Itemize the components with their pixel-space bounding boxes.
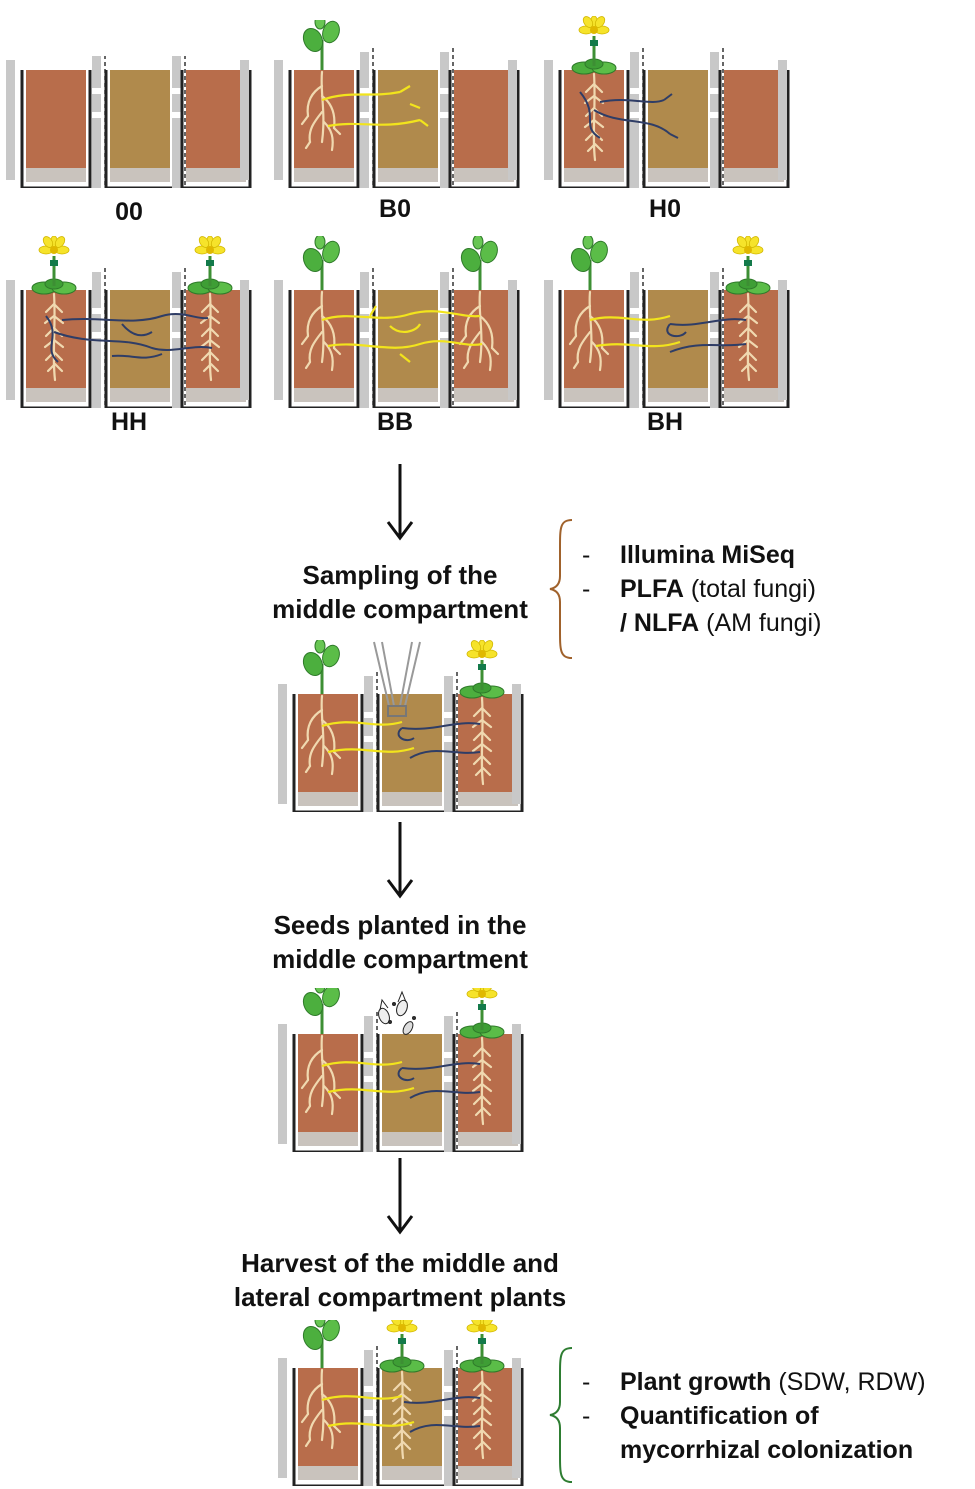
sampling-note-2-cont-bold: / NLFA xyxy=(620,609,700,637)
treatment-label-h0: H0 xyxy=(649,195,681,223)
note-dash: - xyxy=(582,1402,591,1430)
unit-hh xyxy=(6,236,252,408)
unit-bh xyxy=(544,236,790,408)
harvest-note-1: - Plant growth (SDW, RDW) xyxy=(582,1365,926,1399)
treatment-label-00: 00 xyxy=(115,198,143,226)
treatment-label-b0: B0 xyxy=(379,195,411,223)
sampling-note-2-cont: / NLFA (AM fungi) xyxy=(582,606,821,640)
note-dash: - xyxy=(582,575,591,603)
sampling-note-2-rest: (total fungi) xyxy=(683,575,816,603)
step-sampling-line2: middle compartment xyxy=(272,594,528,624)
unit-b0 xyxy=(274,20,520,188)
harvest-note-2: - Quantification of xyxy=(582,1399,926,1433)
unit-h0 xyxy=(544,16,790,188)
treatment-label-bh: BH xyxy=(646,408,684,436)
step-sampling: Sampling of the middle compartment xyxy=(240,558,560,626)
harvest-note-2-cont: mycorrhizal colonization xyxy=(582,1433,926,1467)
step-harvest-line1: Harvest of the middle and xyxy=(241,1248,559,1278)
arrow-down-icon xyxy=(386,822,414,899)
step-seeds: Seeds planted in the middle compartment xyxy=(240,908,560,976)
unit-harvest xyxy=(278,1320,524,1486)
sampling-note-1: - Illumina MiSeq xyxy=(582,538,821,572)
harvest-note-2-bold: Quantification of xyxy=(620,1402,819,1430)
harvest-note-1-bold: Plant growth xyxy=(620,1368,772,1396)
unit-bb xyxy=(274,236,520,408)
sampling-note-2-cont-rest: (AM fungi) xyxy=(699,609,822,637)
sampling-note-2-bold: PLFA xyxy=(620,575,684,603)
soil-corer-icon xyxy=(373,641,421,717)
harvest-notes: - Plant growth (SDW, RDW) - Quantificati… xyxy=(582,1365,926,1467)
step-seeds-line1: Seeds planted in the xyxy=(273,910,527,940)
unit-sampling xyxy=(278,640,524,812)
unit-00 xyxy=(6,56,252,188)
unit-seeds xyxy=(278,988,524,1152)
step-sampling-line1: Sampling of the xyxy=(302,560,498,590)
note-dash: - xyxy=(582,1368,591,1396)
arrow-down-icon xyxy=(386,464,414,541)
sampling-notes: - Illumina MiSeq - PLFA (total fungi) / … xyxy=(582,538,821,640)
sampling-brace xyxy=(549,519,573,659)
seeds-icon xyxy=(378,990,416,1035)
step-harvest-line2: lateral compartment plants xyxy=(233,1282,567,1312)
step-harvest: Harvest of the middle and lateral compar… xyxy=(200,1246,600,1314)
note-dash: - xyxy=(582,541,591,569)
arrow-down-icon xyxy=(386,1158,414,1235)
harvest-note-2-cont-bold: mycorrhizal colonization xyxy=(620,1436,914,1464)
sampling-note-1-bold: Illumina MiSeq xyxy=(620,541,796,569)
step-seeds-line2: middle compartment xyxy=(272,944,528,974)
harvest-note-1-rest: (SDW, RDW) xyxy=(771,1368,926,1396)
treatment-label-bb: BB xyxy=(376,408,414,436)
treatment-label-hh: HH xyxy=(110,408,148,436)
sampling-note-2: - PLFA (total fungi) xyxy=(582,572,821,606)
harvest-brace xyxy=(549,1347,573,1483)
